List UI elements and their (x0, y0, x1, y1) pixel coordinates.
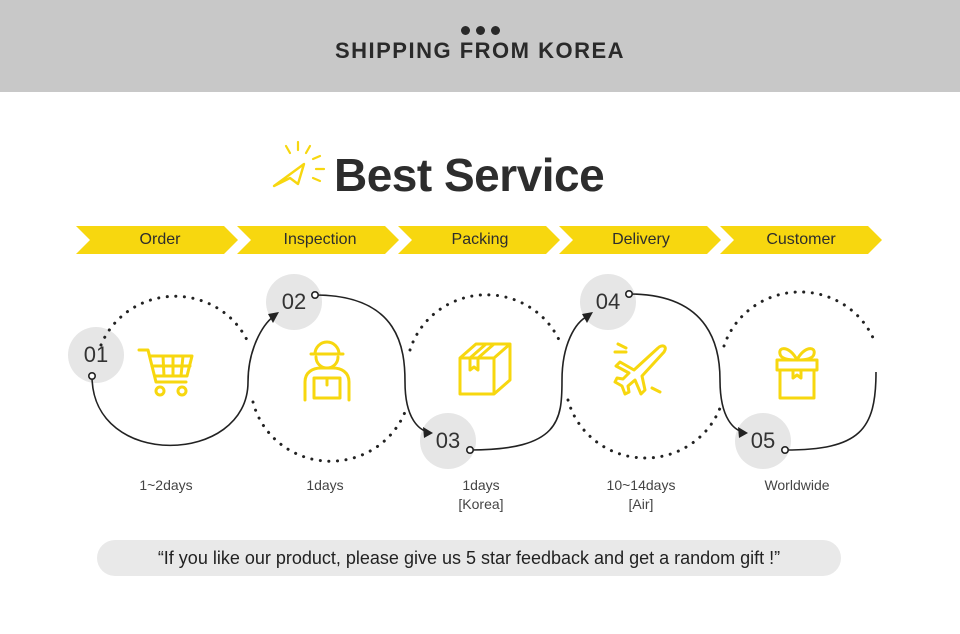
duration-packing: 1days [Korea] (411, 476, 551, 514)
step-number-01: 01 (83, 342, 109, 367)
step-number-02: 02 (281, 289, 307, 314)
number-circle-04 (580, 274, 636, 330)
flow-curve-1 (91, 315, 275, 447)
duration-text: 1days (306, 477, 344, 493)
arrow-order (76, 226, 238, 254)
step-number-05: 05 (750, 428, 776, 453)
node-dot-04 (624, 289, 633, 298)
arrow-customer (720, 226, 882, 254)
gift-box-icon (775, 347, 819, 400)
step-number-04: 04 (595, 289, 621, 314)
step-label-inspection: Inspection (283, 231, 357, 248)
flow-curve-4 (628, 293, 744, 433)
duration-order: 1~2days (96, 476, 236, 495)
number-circle-05 (735, 413, 791, 469)
arrowhead-4 (738, 427, 748, 438)
dotted-arc-4 (566, 398, 722, 460)
node-dot-01 (88, 371, 97, 380)
number-circle-02 (266, 274, 322, 330)
duration-note: [Air] (628, 496, 654, 512)
duration-text: 1~2days (139, 477, 193, 493)
flow-curve-2 (314, 294, 429, 433)
header-bar: SHIPPING FROM KOREA (0, 0, 960, 92)
shopping-cart-icon (137, 348, 194, 397)
node-dot-03 (465, 445, 474, 454)
duration-text: Worldwide (764, 477, 830, 493)
dotted-arc-5 (722, 290, 876, 348)
arrow-delivery (559, 226, 721, 254)
delivery-person-icon (303, 340, 351, 402)
duration-note: [Korea] (458, 496, 504, 512)
duration-inspection: 1days (255, 476, 395, 495)
arrow-packing (398, 226, 560, 254)
duration-text: 10~14days (606, 477, 676, 493)
sparkle-cursor-icon (272, 140, 326, 188)
step-label-delivery: Delivery (612, 231, 670, 248)
airplane-icon (613, 342, 667, 396)
dotted-arc-3 (408, 293, 562, 352)
feedback-banner: “If you like our product, please give us… (97, 540, 841, 576)
dots-icon (461, 26, 500, 35)
flow-curve-3 (469, 315, 589, 451)
arrowhead-1 (268, 312, 279, 323)
duration-delivery: 10~14days [Air] (571, 476, 711, 514)
dotted-arc-2 (251, 400, 407, 463)
node-dot-05 (780, 445, 789, 454)
step-label-packing: Packing (451, 231, 509, 248)
duration-customer: Worldwide (727, 476, 867, 495)
duration-text: 1days (462, 477, 500, 493)
step-label-order: Order (139, 231, 181, 248)
step-number-03: 03 (435, 428, 461, 453)
header-title: SHIPPING FROM KOREA (334, 38, 626, 63)
headline: Best Service (334, 149, 605, 201)
number-circle-01 (68, 327, 124, 383)
arrowhead-3 (582, 312, 593, 323)
node-dot-02 (310, 290, 319, 299)
arrow-inspection (237, 226, 399, 254)
step-label-customer: Customer (766, 231, 836, 248)
arrowhead-2 (423, 427, 433, 438)
step-arrows (76, 226, 882, 254)
dotted-arc-1 (99, 294, 249, 347)
flow-curve-5 (784, 371, 877, 451)
package-box-icon (458, 342, 512, 396)
number-circle-03 (420, 413, 476, 469)
